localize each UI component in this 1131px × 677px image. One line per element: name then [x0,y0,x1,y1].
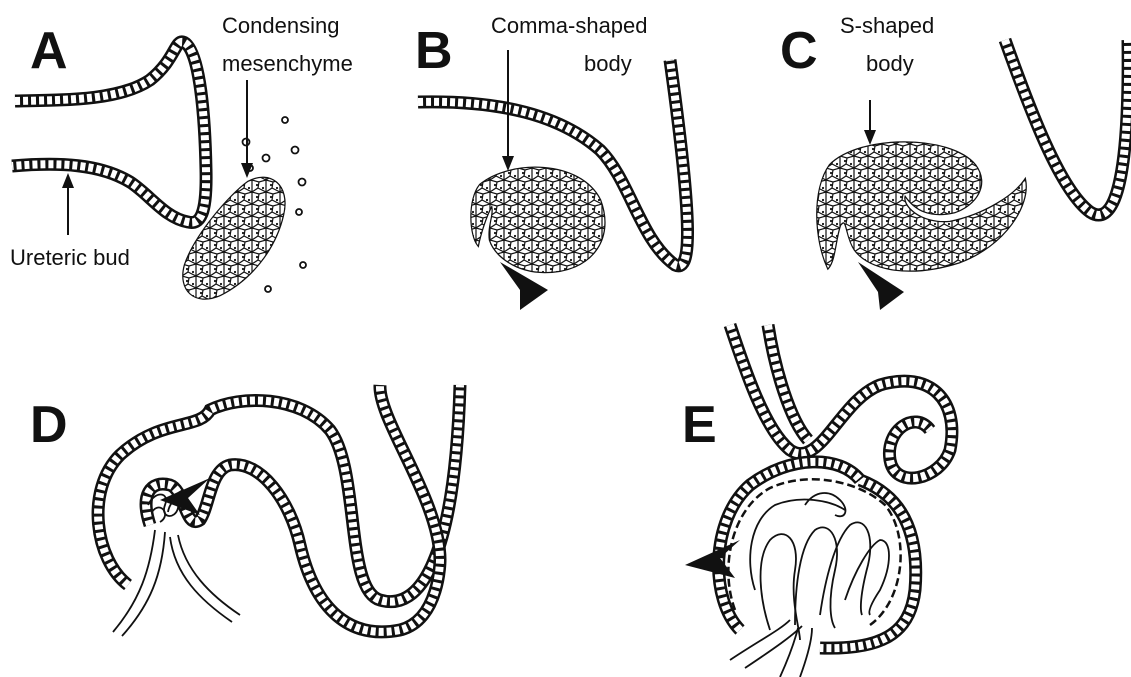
panel-b-letter: B [415,22,453,80]
panel-e-letter: E [682,396,717,454]
ureteric-bud-label: Ureteric bud [10,245,130,270]
panel-b: B Comma-shaped body [415,13,688,310]
panel-c: C S-shaped body [780,13,1128,310]
comma-shaped-body [472,168,605,272]
panel-a: A Condensing mesenchyme Ureteric bud [10,13,353,299]
mesenchyme-label: mesenchyme [222,51,353,76]
arrow-s-shaped [864,100,876,145]
panel-a-letter: A [30,22,68,80]
s-body-label: body [866,51,914,76]
glomerular-tuft-d [113,494,240,636]
nephron-tubule-e [719,325,952,648]
arrow-ureteric-bud [62,173,74,235]
nephron-tubule-d [98,385,460,632]
panel-c-letter: C [780,22,818,80]
panel-d: D [30,385,460,636]
panel-e: E [682,325,952,677]
comma-body-label: body [584,51,632,76]
comma-shaped-label: Comma-shaped [491,13,648,38]
arrow-condensing [241,80,253,178]
s-shaped-label: S-shaped [840,13,934,38]
condensing-label: Condensing [222,13,339,38]
s-shaped-body [817,143,1025,271]
panel-d-letter: D [30,396,68,454]
bowmans-capsule-e [728,479,900,625]
